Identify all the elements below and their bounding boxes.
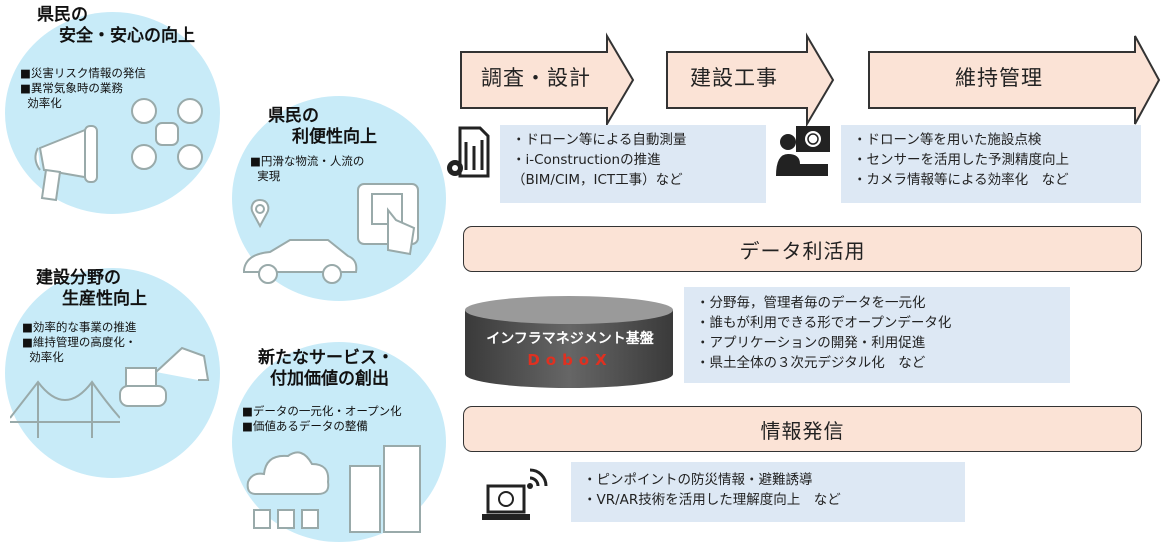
phase-label-maintenance: 維持管理 — [955, 66, 1043, 90]
maintenance-detail-box: ・ドローン等を用いた施設点検 ・センサーを活用した予測精度向上 ・カメラ情報等に… — [841, 125, 1141, 203]
benefit-title-safety: 県民の 安全・安心の向上 — [37, 5, 195, 47]
megaphone-icon — [34, 125, 98, 202]
benefit-list-new-services: ■データの一元化・オープン化 ■価値あるデータの整備 — [242, 404, 402, 434]
list-item: ・ドローン等による自動測量 — [512, 132, 687, 148]
bridge-icon — [10, 380, 120, 438]
car-icon — [243, 239, 358, 284]
data-utilization-bar: データ利活用 — [463, 226, 1142, 272]
location-pin-icon — [250, 198, 270, 228]
cloud-server-icon — [246, 445, 421, 533]
tablet-touch-icon — [357, 183, 419, 256]
laptop-broadcast-icon — [482, 468, 548, 520]
list-item: ■効率的な事業の推進 — [22, 320, 137, 334]
list-item: ・分野毎，管理者毎のデータを一元化 — [696, 295, 926, 311]
title-line: 県民の — [37, 5, 88, 25]
list-item: ■価値あるデータの整備 — [242, 419, 368, 433]
list-item: 効率化 — [20, 96, 62, 110]
database-cylinder-icon — [465, 296, 673, 388]
information-dissemination-bar: 情報発信 — [463, 406, 1142, 452]
phase-label-survey-design: 調査・設計 — [481, 66, 591, 90]
list-item: ・ピンポイントの防災情報・避難誘導 — [583, 472, 813, 488]
list-item: ・i-Constructionの推進 — [512, 152, 661, 168]
title-line: 生産性向上 — [62, 289, 147, 309]
benefit-list-safety: ■災害リスク情報の発信 ■異常気象時の業務 効率化 — [20, 66, 146, 111]
phase-arrows — [460, 32, 1161, 128]
list-item: （BIM/CIM，ICT工事）など — [512, 172, 683, 188]
title-line: 付加価値の創出 — [270, 369, 389, 389]
list-item: ・センサーを活用した予測精度向上 — [853, 152, 1069, 168]
list-item: ■災害リスク情報の発信 — [20, 66, 146, 80]
benefit-list-convenience: ■円滑な物流・人流の 実現 — [250, 154, 364, 184]
platform-brand: DoboX — [527, 351, 613, 369]
list-item: ・ドローン等を用いた施設点検 — [853, 132, 1042, 148]
benefit-title-productivity: 建設分野の 生産性向上 — [36, 268, 147, 310]
list-item: ■異常気象時の業務 — [20, 81, 123, 95]
list-item: 効率化 — [22, 350, 64, 364]
title-line: 県民の — [268, 106, 319, 126]
information-detail-box: ・ピンポイントの防災情報・避難誘導 ・VR/AR技術を活用した理解度向上 など — [571, 462, 965, 522]
list-item: ■円滑な物流・人流の — [250, 154, 365, 168]
phase-label-construction: 建設工事 — [690, 66, 778, 90]
document-gear-icon — [447, 126, 490, 178]
list-item: ・VR/AR技術を活用した理解度向上 など — [583, 492, 841, 508]
list-item: ・カメラ情報等による効率化 など — [853, 172, 1069, 188]
list-item: ■維持管理の高度化・ — [22, 335, 137, 349]
title-line: 安全・安心の向上 — [59, 26, 195, 46]
excavator-icon — [119, 346, 210, 407]
drone-icon — [131, 98, 203, 170]
list-item: ・県土全体の３次元デジタル化 など — [696, 355, 926, 371]
platform-name: インフラマネジメント基盤 — [486, 331, 654, 347]
title-line: 利便性向上 — [292, 127, 377, 147]
data-detail-box: ・分野毎，管理者毎のデータを一元化 ・誰もが利用できる形でオープンデータ化 ・ア… — [684, 287, 1070, 383]
benefit-title-new-services: 新たなサービス・ 付加価値の創出 — [258, 348, 394, 390]
construction-detail-box: ・ドローン等による自動測量 ・i-Constructionの推進 （BIM/CI… — [500, 125, 766, 203]
list-item: ・アプリケーションの開発・利用促進 — [696, 335, 926, 351]
list-item: ■データの一元化・オープン化 — [242, 404, 402, 418]
title-line: 新たなサービス・ — [258, 348, 394, 368]
list-item: 実現 — [250, 169, 281, 183]
monitor-operator-icon — [776, 126, 830, 176]
benefit-title-convenience: 県民の 利便性向上 — [268, 106, 377, 148]
benefit-list-productivity: ■効率的な事業の推進 ■維持管理の高度化・ 効率化 — [22, 320, 136, 365]
title-line: 建設分野の — [36, 268, 121, 288]
list-item: ・誰もが利用できる形でオープンデータ化 — [696, 315, 952, 331]
